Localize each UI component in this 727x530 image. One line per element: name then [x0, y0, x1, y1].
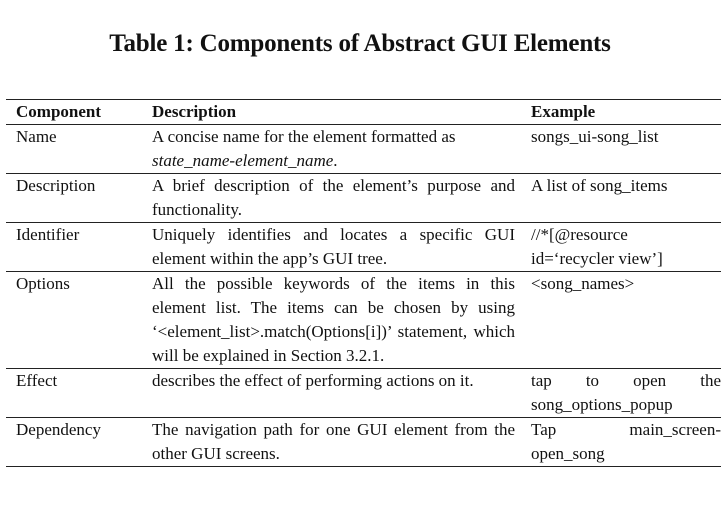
header-description: Description: [152, 102, 237, 121]
example-line: Tap main_screen-: [531, 420, 721, 439]
row-description: A brief description of the element’s pur…: [152, 176, 515, 219]
header-component: Component: [16, 102, 102, 121]
description-punct: .: [333, 151, 338, 170]
row-component: Dependency: [16, 420, 101, 439]
description-line: state_name-element_name.: [152, 149, 515, 173]
row-description: Uniquely identifies and locates a specif…: [152, 225, 515, 268]
table-row: Effect describes the effect of performin…: [6, 369, 721, 418]
row-description: All the possible keywords of the items i…: [152, 274, 515, 365]
row-component: Options: [16, 274, 70, 293]
example-line: tap to open the: [531, 371, 721, 390]
row-description: The navigation path for one GUI element …: [152, 420, 515, 463]
table-row: Dependency The navigation path for one G…: [6, 418, 721, 467]
table-row: Options All the possible keywords of the…: [6, 272, 721, 369]
example-line: //*[@resource: [531, 225, 628, 244]
row-example: songs_ui-song_list: [531, 127, 659, 146]
example-line: song_options_popup: [531, 395, 673, 414]
description-line: A concise name for the element formatted…: [152, 127, 456, 146]
table-header-row: Component Description Example: [6, 99, 721, 125]
row-component: Identifier: [16, 225, 80, 244]
row-example: A list of song_items: [531, 176, 668, 195]
example-line: open_song: [531, 444, 605, 463]
table-row: Description A brief description of the e…: [6, 174, 721, 223]
row-description: describes the effect of performing actio…: [152, 371, 474, 390]
table-title: Table 1: Components of Abstract GUI Elem…: [109, 30, 611, 57]
row-example: //*[@resource id=‘recycler view’]: [521, 223, 721, 272]
row-component: Description: [16, 176, 96, 195]
description-italic: state_name-element_name: [152, 151, 334, 170]
row-example: Tap main_screen- open_song: [521, 418, 721, 467]
table-row: Identifier Uniquely identifies and locat…: [6, 223, 721, 272]
header-example: Example: [531, 102, 596, 121]
table-row: Name A concise name for the element form…: [6, 125, 721, 174]
components-table: Component Description Example Name A con…: [6, 99, 721, 467]
row-description: A concise name for the element formatted…: [142, 125, 521, 174]
row-example: tap to open the song_options_popup: [521, 369, 721, 418]
row-component: Effect: [16, 371, 58, 390]
row-component: Name: [16, 127, 57, 146]
row-example: <song_names>: [531, 274, 635, 293]
example-line: id=‘recycler view’]: [531, 249, 663, 268]
